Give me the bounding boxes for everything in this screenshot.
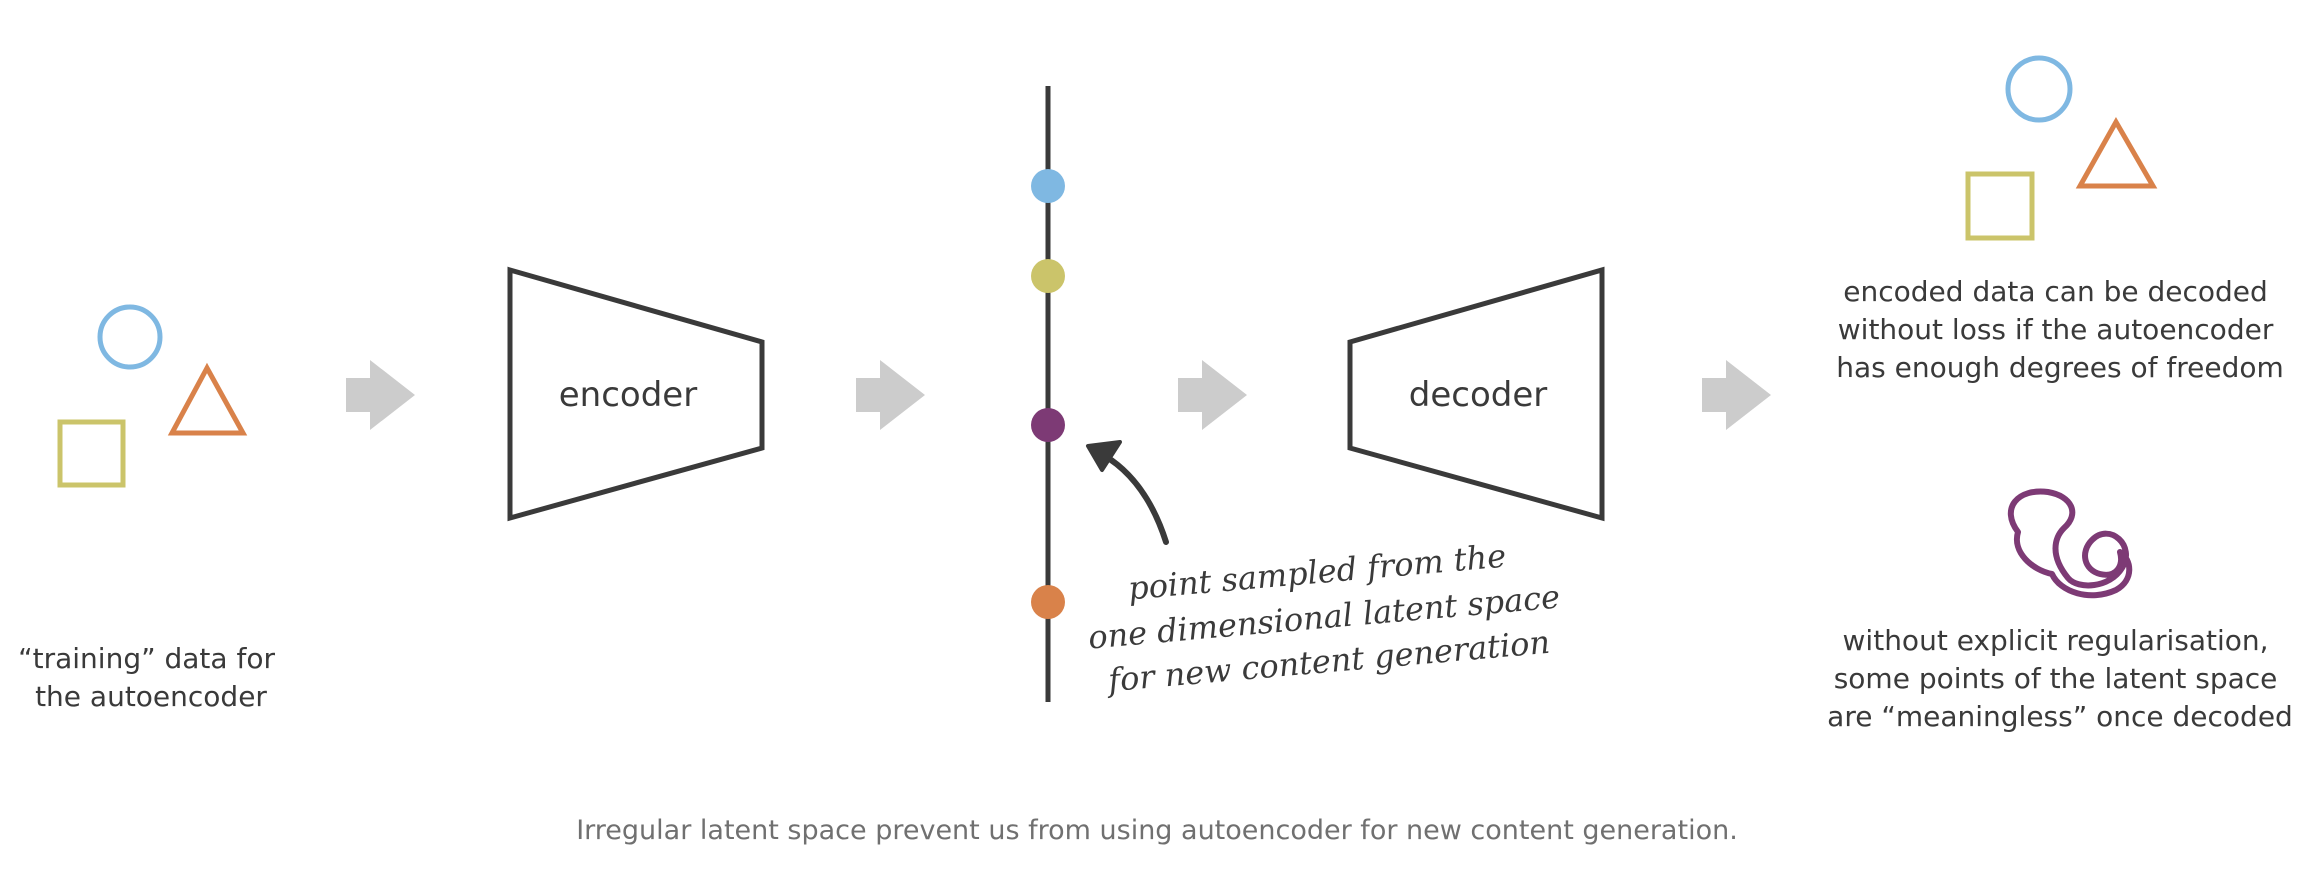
latent-space-axis [1031, 86, 1065, 702]
latent-annotation: point sampled from the one dimensional l… [1087, 537, 1562, 700]
training-data-shapes [57, 304, 248, 488]
training-data-label: “training” data for the autoencoder [18, 642, 284, 713]
meaningless-shape-icon [2007, 488, 2133, 599]
blue-circle-icon [97, 304, 163, 370]
orange-triangle-icon [167, 362, 248, 436]
decoded-shapes [1965, 55, 2158, 241]
meaningless-note: without explicit regularisation, some po… [1827, 624, 2293, 733]
decoder-label: decoder [1409, 375, 1547, 415]
yellow-square-icon [57, 419, 126, 488]
lossless-note: encoded data can be decoded without loss… [1836, 275, 2284, 384]
latent-point-yellow [1031, 259, 1065, 293]
latent-point-blue [1031, 169, 1065, 203]
figure-caption: Irregular latent space prevent us from u… [576, 815, 1738, 846]
decoder-block [1347, 266, 1605, 522]
arrow-right-icon [1702, 360, 1771, 430]
encoder-label: encoder [559, 375, 697, 415]
orange-triangle-icon [2075, 116, 2158, 189]
flow-arrows [346, 360, 1771, 430]
arrow-right-icon [346, 360, 415, 430]
arrow-right-icon [856, 360, 925, 430]
pointer-arrow-icon [1086, 440, 1169, 545]
yellow-square-icon [1965, 171, 2035, 241]
arrow-right-icon [1178, 360, 1247, 430]
encoder-block [507, 266, 765, 522]
blue-circle-icon [2005, 55, 2073, 123]
latent-point-sampled [1031, 408, 1065, 442]
latent-point-orange [1031, 585, 1065, 619]
